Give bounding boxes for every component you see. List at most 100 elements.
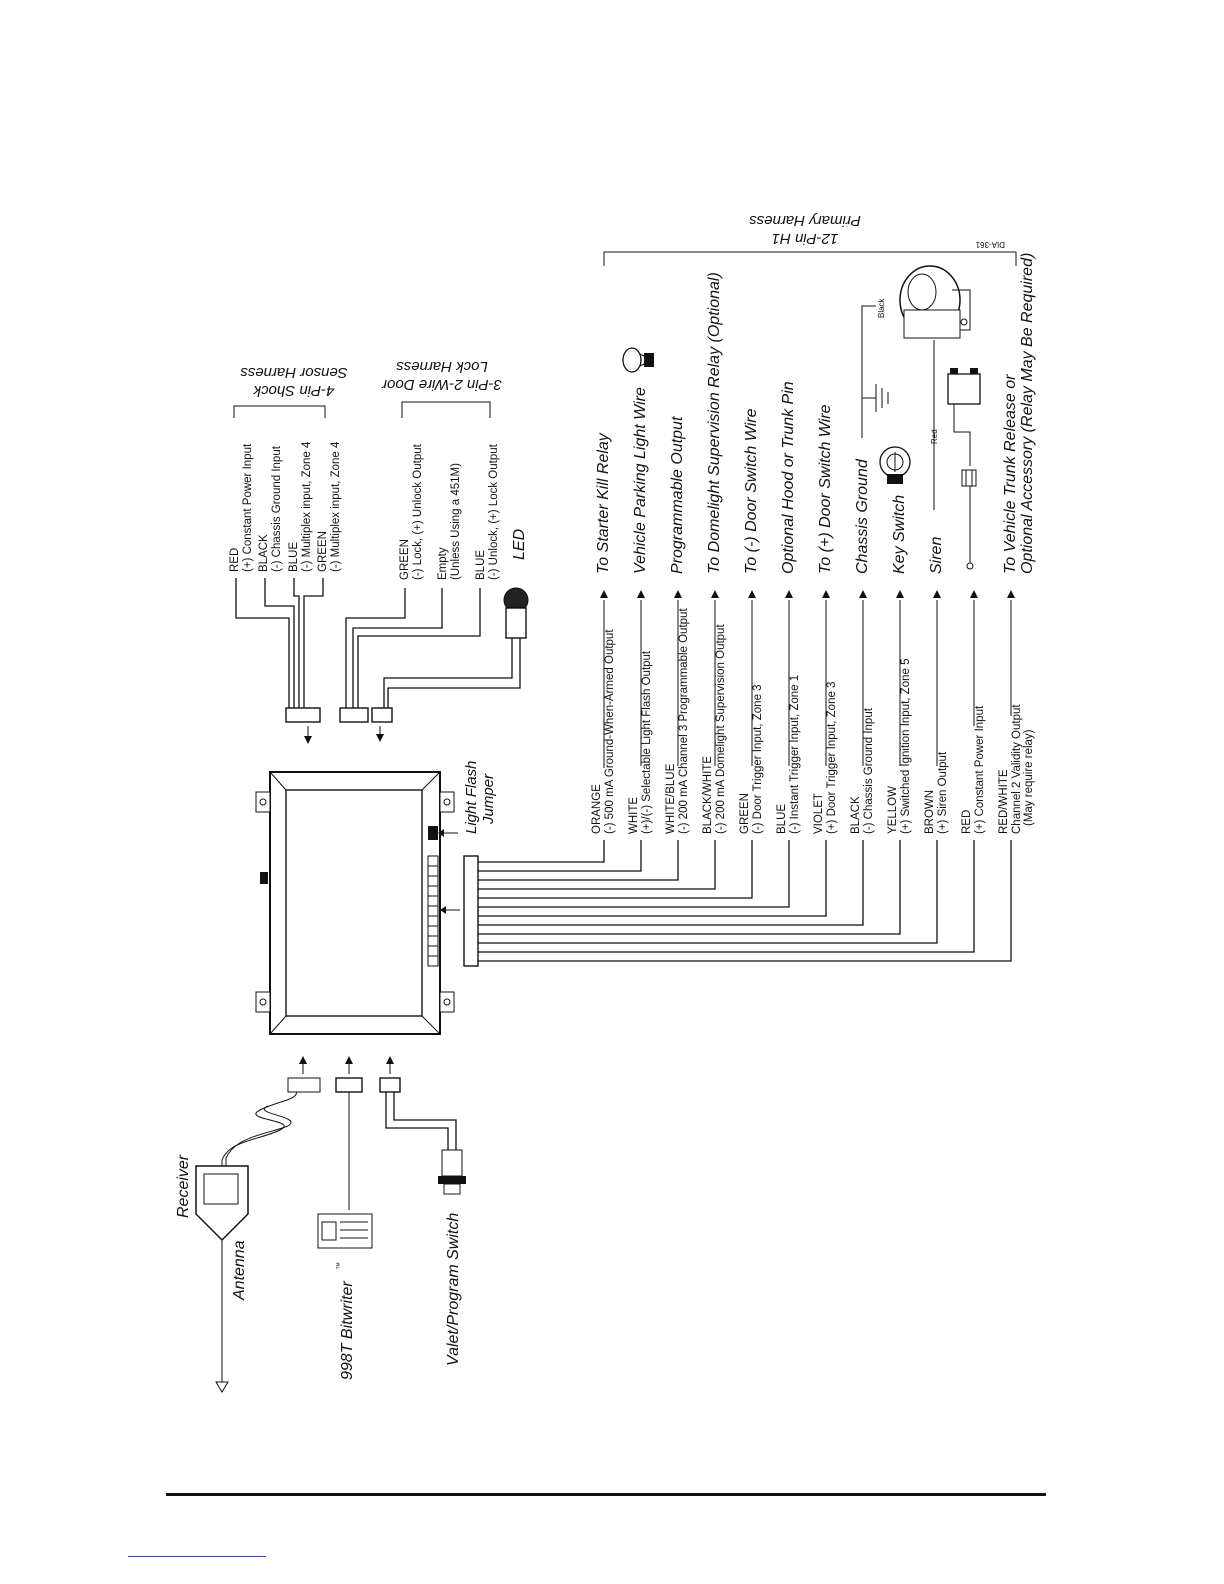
door-lock-harness-bracket — [401, 401, 491, 418]
primary-harness-title: 12-Pin H1 Primary Harness — [749, 212, 861, 247]
led-connector-arrow — [376, 734, 384, 742]
shock-wire-4-color: GREEN — [317, 531, 329, 572]
primary-wire-5-desc: (-) Door Trigger Input, Zone 3 — [752, 684, 764, 834]
lock-wire-group: GREEN (-) Lock, (+) Unlock Output Empty … — [339, 443, 529, 742]
primary-wire-9: YELLOW(+) Switched Ignition Input, Zone … — [478, 495, 912, 935]
primary-wire-2: WHITE(+)/(-) Selectable Light Flash Outp… — [478, 387, 653, 872]
primary-wire-11-desc: (+) Constant Power Input — [974, 705, 986, 834]
primary-wire-9-dest: Key Switch — [891, 495, 908, 574]
jumper-label: Light Flash Jumper — [463, 761, 497, 834]
lock-wire-2-color: Empty — [437, 547, 449, 580]
jumper-label-line2: Jumper — [480, 773, 497, 825]
primary-wire-9-color: YELLOW — [887, 786, 899, 834]
primary-wire-3-color: WHITE/BLUE — [665, 763, 677, 834]
primary-harness-title-line1: 12-Pin H1 — [772, 230, 839, 247]
primary-wire-8-color: BLACK — [850, 796, 862, 834]
primary-wire-6-desc: (-) Instant Trigger Input, Zone 1 — [789, 675, 801, 834]
primary-wire-7-dest: To (+) Door Switch Wire — [817, 404, 834, 574]
primary-wire-10-color: BROWN — [924, 790, 936, 834]
shock-wire-1-color: RED — [229, 548, 241, 572]
footer-rule — [166, 1493, 1046, 1496]
receiver-label: Receiver — [175, 1154, 192, 1218]
valet-switch-icon — [438, 1149, 466, 1195]
door-lock-harness-title-line1: 3-Pin 2-Wire Door — [381, 376, 502, 393]
primary-wire-12-dest: To Vehicle Trunk Release or — [1002, 374, 1019, 574]
primary-wire-1: ORANGE(-) 500 mA Ground-When-Armed Outpu… — [478, 432, 616, 863]
primary-harness-title-line2: Primary Harness — [749, 212, 861, 229]
bitwriter-tm: ™ — [335, 1262, 344, 1270]
valet-port — [379, 1077, 401, 1093]
door-lock-harness-title-line2: Lock Harness — [396, 358, 488, 375]
primary-wire-5: GREEN(-) Door Trigger Input, Zone 3To (-… — [478, 408, 764, 899]
door-lock-harness-title: 3-Pin 2-Wire Door Lock Harness — [381, 358, 502, 393]
shock-wire-2-desc: (-) Chassis Ground Input — [271, 445, 283, 572]
primary-wire-6-color: BLUE — [776, 804, 788, 834]
primary-wire-7-color: VIOLET — [813, 793, 825, 834]
primary-wire-6: BLUE(-) Instant Trigger Input, Zone 1 Opt… — [478, 381, 801, 908]
primary-wire-7: VIOLET(+) Door Trigger Input, Zone 3 To (… — [478, 404, 838, 917]
primary-wire-2-color: WHITE — [628, 797, 640, 834]
primary-harness-bracket — [603, 251, 1017, 266]
shock-wire-3-color: BLUE — [288, 542, 300, 572]
primary-wire-9-desc: (+) Switched Ignition Input, Zone 5 — [900, 659, 912, 834]
shock-harness-title: 4-Pin Shock Sensor Harness — [240, 364, 348, 399]
primary-wire-5-dest: To (-) Door Switch Wire — [743, 408, 760, 574]
primary-wire-4: BLACK/WHITE(-) 200 mA Domelight Supervis… — [478, 272, 727, 890]
module-primary-port — [427, 855, 439, 967]
primary-wire-3: WHITE/BLUE(-) 200 mA Channel 3 Programma… — [478, 416, 690, 881]
shock-harness-title-line1: 4-Pin Shock — [252, 382, 334, 399]
primary-wire-10-desc: (+) Siren Output — [937, 751, 949, 834]
lock-wire-1-desc: (-) Lock, (+) Unlock Output — [412, 443, 424, 580]
primary-wire-3-dest: Programmable Output — [669, 416, 686, 574]
siren-icon — [899, 265, 971, 339]
primary-wire-3-desc: (-) 200 mA Channel 3 Programmable Output — [678, 608, 690, 834]
shock-harness-bracket — [233, 405, 326, 418]
led-label: LED — [511, 528, 528, 560]
primary-wire-12-desc: Channel 2 Validity Output — [1011, 704, 1023, 834]
led-housing — [505, 607, 527, 639]
primary-wire-4-color: BLACK/WHITE — [702, 756, 714, 834]
primary-wire-group: ORANGE(-) 500 mA Ground-When-Armed Outpu… — [478, 253, 1036, 962]
primary-wire-1-dest: To Starter Kill Relay — [595, 432, 612, 574]
lock-wire-2-desc: (Unless Using a 451M) — [450, 463, 462, 580]
lock-wire-3-desc: (-) Unlock, (+) Lock Output — [488, 443, 500, 580]
primary-wire-2-desc: (+)/(-) Selectable Light Flash Output — [641, 650, 653, 834]
primary-wire-12-desc2: (May require relay) — [1023, 729, 1035, 826]
bitwriter-label: 998T Bitwriter ™ — [335, 1262, 356, 1380]
led-connector — [371, 707, 393, 723]
valet-switch-label: Valet/Program Switch — [445, 1213, 462, 1366]
bitwriter-device-icon — [317, 1213, 373, 1249]
jumper-label-line1: Light Flash — [463, 761, 480, 834]
primary-wire-6-dest: Optional Hood or Trunk Pin — [780, 381, 797, 574]
primary-wire-10-dest: Siren — [928, 537, 945, 574]
lock-wire-1-color: GREEN — [399, 539, 411, 580]
siren-black-label: Black — [877, 297, 886, 318]
battery-icon — [947, 368, 981, 466]
bitwriter-label-text: 998T Bitwriter — [339, 1281, 356, 1380]
primary-wire-7-desc: (+) Door Trigger Input, Zone 3 — [826, 682, 838, 834]
primary-wire-4-desc: (-) 200 mA Domelight Supervision Output — [715, 624, 727, 834]
shock-wire-1-desc: (+) Constant Power Input — [242, 443, 254, 572]
light-flash-jumper — [428, 826, 438, 840]
shock-wire-group: RED (+) Constant Power Input BLACK (-) C… — [229, 441, 342, 744]
primary-wire-2-dest: Vehicle Parking Light Wire — [632, 387, 649, 574]
footer-link-underline — [128, 1556, 266, 1557]
primary-wire-12-dest2: Optional Accessory (Relay May Be Require… — [1019, 253, 1036, 574]
primary-wire-12-color: RED/WHITE — [998, 769, 1010, 834]
primary-wire-1-desc: (-) 500 mA Ground-When-Armed Output — [604, 629, 616, 834]
diagram-code: DIA-361 — [975, 240, 1005, 249]
door-lock-connector — [339, 707, 369, 723]
shock-connector-arrow — [304, 736, 312, 744]
shock-harness-connector — [285, 707, 321, 723]
receiver — [195, 1077, 321, 1393]
ground-symbol-icon — [861, 305, 889, 438]
primary-wire-11: RED(+) Constant Power Input — [478, 590, 986, 953]
shock-wire-3-desc: (-) Multiplex input, Zone 4 — [301, 441, 313, 572]
primary-wire-11-color: RED — [961, 810, 973, 834]
bulb-icon — [622, 347, 654, 373]
primary-wire-4-dest: To Domelight Supervision Relay (Optional… — [706, 272, 723, 574]
shock-harness-title-line2: Sensor Harness — [240, 364, 348, 381]
